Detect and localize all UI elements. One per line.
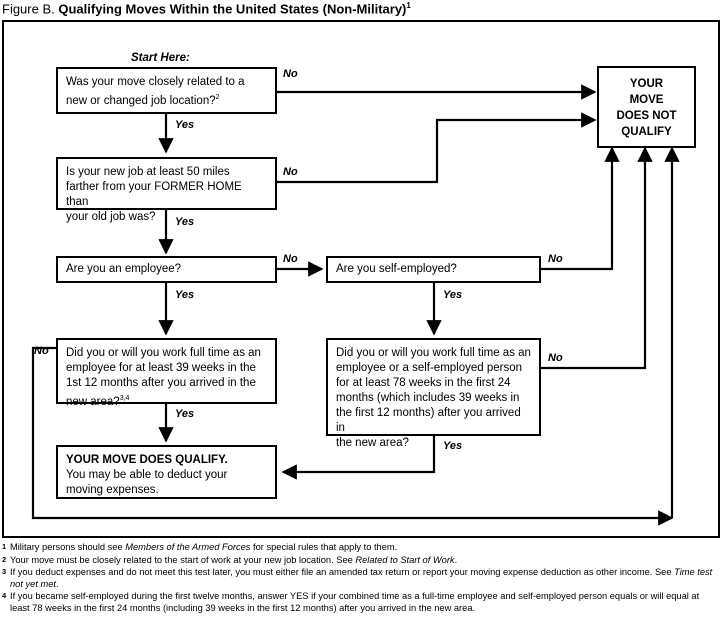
not-qualify-line1: YOUR xyxy=(629,78,664,90)
q5-line1: Did you or will you work full time as an xyxy=(66,347,261,359)
edge-label-q4-no: No xyxy=(548,253,563,265)
footnote-text-part: Your move must be closely related to the… xyxy=(10,554,356,565)
q6-line3: for at least 78 weeks in the first 24 xyxy=(336,377,511,389)
footnote-text-part: Time test not yet met xyxy=(10,567,713,589)
q2-line1: Is your new job at least 50 miles xyxy=(66,166,230,178)
footnote-marker: 2 xyxy=(2,554,7,564)
decision-box-are-you-self-employed[interactable]: Are you self-employed? xyxy=(326,256,541,283)
q4-line1: Are you self-employed? xyxy=(336,263,457,275)
edge-label-q1-no: No xyxy=(283,68,298,80)
decision-box-move-related-to-job-text: Was your move closely related to a new o… xyxy=(58,69,275,115)
edge-label-q6-no: No xyxy=(548,352,563,364)
footnote-marker: 4 xyxy=(2,591,7,601)
footnote-text-part: Related to Start of Work xyxy=(355,554,455,565)
edge-label-q6-yes: Yes xyxy=(443,440,463,452)
flow-connectors xyxy=(31,84,680,526)
footnote-text-part: . xyxy=(56,578,59,589)
outcome-box-move-does-not-qualify: YOUR MOVE DOES NOT QUALIFY xyxy=(597,66,696,148)
footnote-text-part: Members of the Armed Forces xyxy=(125,542,251,552)
q3-line1: Are you an employee? xyxy=(66,263,182,275)
edge-label-q5-no: No xyxy=(34,345,49,357)
figure-title-superscript: 1 xyxy=(406,1,411,10)
footnote-marker: 1 xyxy=(2,542,7,551)
edge-label-q2-yes: Yes xyxy=(175,216,195,228)
edge-label-q3-no: No xyxy=(283,253,298,265)
outcome-box-move-does-qualify-text: YOUR MOVE DOES QUALIFY. You may be able … xyxy=(58,447,275,504)
figure-title-text: Qualifying Moves Within the United State… xyxy=(58,1,407,17)
decision-box-fifty-miles-test[interactable]: Is your new job at least 50 miles farthe… xyxy=(56,157,277,223)
q2-line3: your old job was? xyxy=(66,211,156,223)
q1-superscript: 2 xyxy=(215,94,220,101)
q6-line2: employee or a self-employed person xyxy=(336,362,523,374)
outcome-box-move-does-not-qualify-text: YOUR MOVE DOES NOT QUALIFY xyxy=(599,68,694,148)
q1-line2: new or changed job location? xyxy=(66,94,216,107)
footnote-text-part: If you became self-employed during the f… xyxy=(10,591,700,613)
not-qualify-line2: MOVE xyxy=(629,94,664,106)
not-qualify-line3: DOES NOT xyxy=(616,110,677,122)
footnote-text-part: for special rules that apply to them. xyxy=(250,542,398,552)
q6-line5: the first 12 months) after you arrived i… xyxy=(336,407,521,434)
qualify-line3: moving expenses. xyxy=(66,484,159,496)
edge-label-q5-yes: Yes xyxy=(175,408,195,420)
q6-line4: months (which includes 39 weeks in xyxy=(336,392,520,404)
decision-box-move-related-to-job[interactable]: Was your move closely related to a new o… xyxy=(56,67,277,114)
q2-line2: farther from your FORMER HOME than xyxy=(66,181,242,208)
figure-lead: Figure B. xyxy=(2,1,55,17)
q1-line1: Was your move closely related to a xyxy=(66,76,245,88)
qualify-line2: You may be able to deduct your xyxy=(66,469,228,481)
start-here-label: Start Here: xyxy=(131,52,190,64)
footnote-text-part: Military persons should see xyxy=(10,542,126,552)
not-qualify-line4: QUALIFY xyxy=(621,126,672,138)
decision-box-39-weeks-test-text: Did you or will you work full time as an… xyxy=(58,340,275,416)
edge-label-q3-yes: Yes xyxy=(175,289,195,301)
decision-box-39-weeks-test[interactable]: Did you or will you work full time as an… xyxy=(56,338,277,408)
edge-label-q1-yes: Yes xyxy=(175,119,195,131)
page-title: Figure B. Qualifying Moves Within the Un… xyxy=(2,1,411,16)
edge-q5-no xyxy=(31,346,674,526)
qualify-line1: YOUR MOVE DOES QUALIFY. xyxy=(66,454,228,466)
edge-q6-yes xyxy=(281,436,436,480)
footnote-text-part: . xyxy=(454,554,458,565)
q5-superscript: 3,4 xyxy=(119,395,130,402)
edge-q4-no xyxy=(541,146,620,271)
decision-box-78-weeks-test[interactable]: Did you or will you work full time as an… xyxy=(326,338,541,449)
decision-box-are-you-an-employee[interactable]: Are you an employee? xyxy=(56,256,277,283)
q6-line6: the new area? xyxy=(336,437,409,449)
q5-line2: employee for at least 39 weeks in the xyxy=(66,362,256,374)
edge-label-q2-no: No xyxy=(283,166,298,178)
q5-line3: 1st 12 months after you arrived in the xyxy=(66,377,256,389)
outcome-box-move-does-qualify: YOUR MOVE DOES QUALIFY. You may be able … xyxy=(56,445,277,499)
footnote-text-part: If you deduct expenses and do not meet t… xyxy=(10,567,675,578)
q6-line1: Did you or will you work full time as an xyxy=(336,347,531,359)
decision-box-78-weeks-test-text: Did you or will you work full time as an… xyxy=(328,340,539,457)
decision-box-fifty-miles-test-text: Is your new job at least 50 miles farthe… xyxy=(58,159,275,231)
q5-line4: new area? xyxy=(66,395,120,408)
footnote-marker: 3 xyxy=(2,567,7,577)
edge-q2-no xyxy=(277,112,597,184)
edge-label-q4-yes: Yes xyxy=(443,289,463,301)
edge-q6-no xyxy=(541,146,653,370)
